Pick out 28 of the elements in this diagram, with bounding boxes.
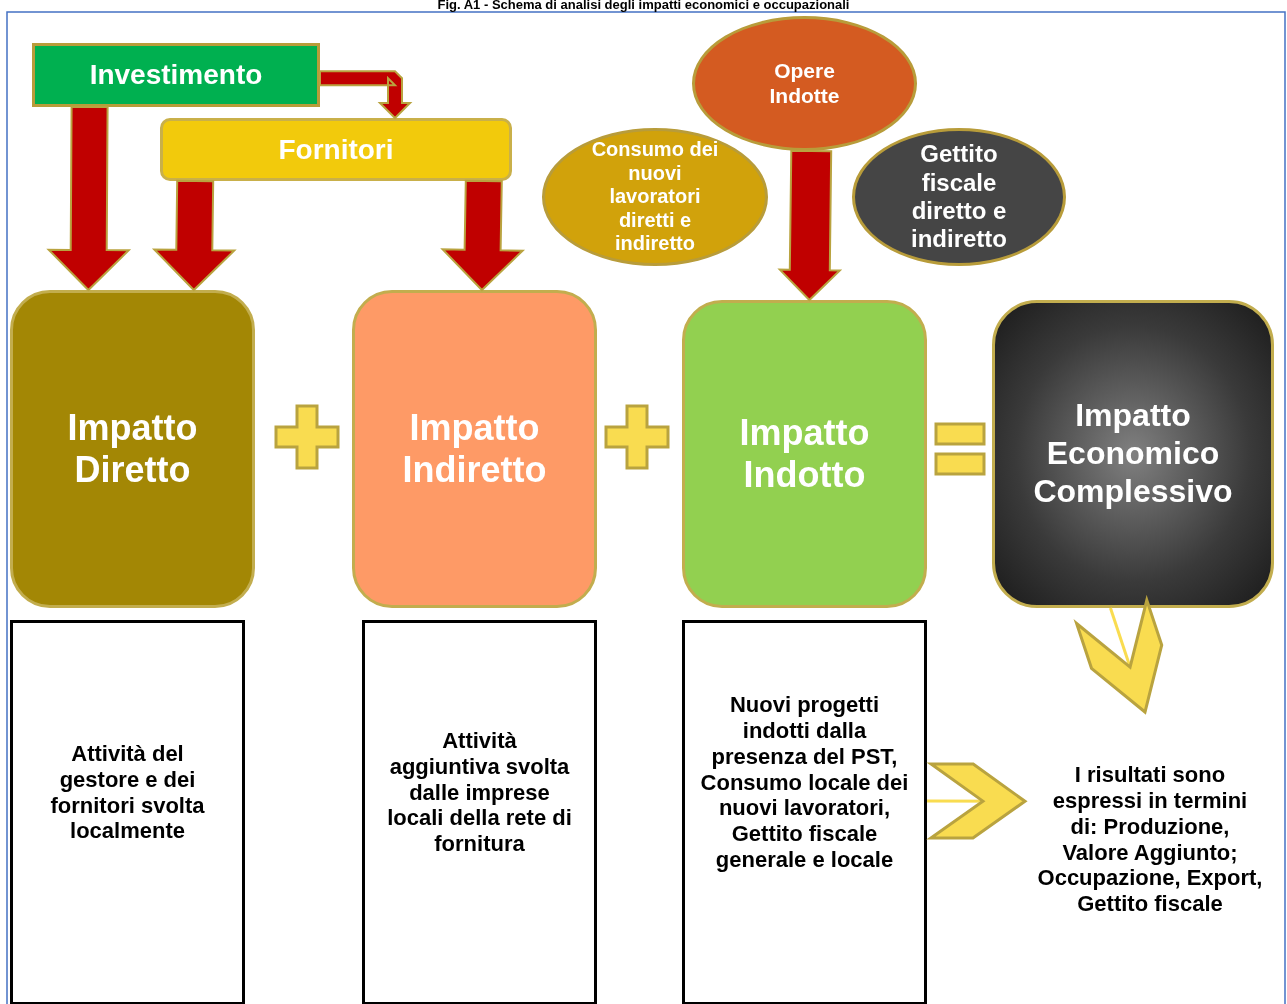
description-box xyxy=(682,620,927,1004)
impact-box xyxy=(352,290,597,608)
total-impact-box xyxy=(992,300,1274,608)
node-label: Impatto Indiretto xyxy=(401,406,548,492)
result-text: I risultati sono espressi in termini di: Produzione, Valore Aggiunto; Occupazione, Export, Gettito fiscale xyxy=(1025,712,1275,967)
description-box xyxy=(10,620,245,1004)
node-label: Opere Indotte xyxy=(768,58,841,109)
process-box xyxy=(160,118,512,181)
node-label: Investimento xyxy=(89,58,263,92)
node-label: Impatto Indotto xyxy=(738,411,871,497)
node-label: Gettito fiscale diretto e indiretto xyxy=(910,140,1008,254)
block-arrow xyxy=(46,105,132,292)
description-box xyxy=(362,620,597,1004)
node-label: Nuovi progetti indotti dalla presenza del PST, Consumo locale dei nuovi lavoratori, Gettito fiscale generale e locale xyxy=(699,691,910,874)
figure-title: Fig. A1 - Schema di analisi degli impatti economici e occupazionali xyxy=(436,0,851,12)
block-arrow xyxy=(319,70,413,120)
node-label: Impatto Diretto xyxy=(66,406,199,492)
block-arrow xyxy=(440,179,526,292)
node-label: Attività aggiuntiva svolta dalle imprese locali della rete di fornitura xyxy=(386,727,573,858)
node-label: Impatto Economico Complessivo xyxy=(1032,397,1234,511)
node-label: Consumo dei nuovi lavoratori diretti e indiretto xyxy=(590,138,720,256)
impact-box xyxy=(682,300,927,608)
node-label: Fornitori xyxy=(278,133,394,166)
impact-box xyxy=(10,290,255,608)
block-arrow xyxy=(777,149,843,302)
process-box xyxy=(32,43,320,107)
block-arrow xyxy=(151,179,237,292)
node-label: Attività del gestore e dei fornitori svolta localmente xyxy=(49,740,206,845)
